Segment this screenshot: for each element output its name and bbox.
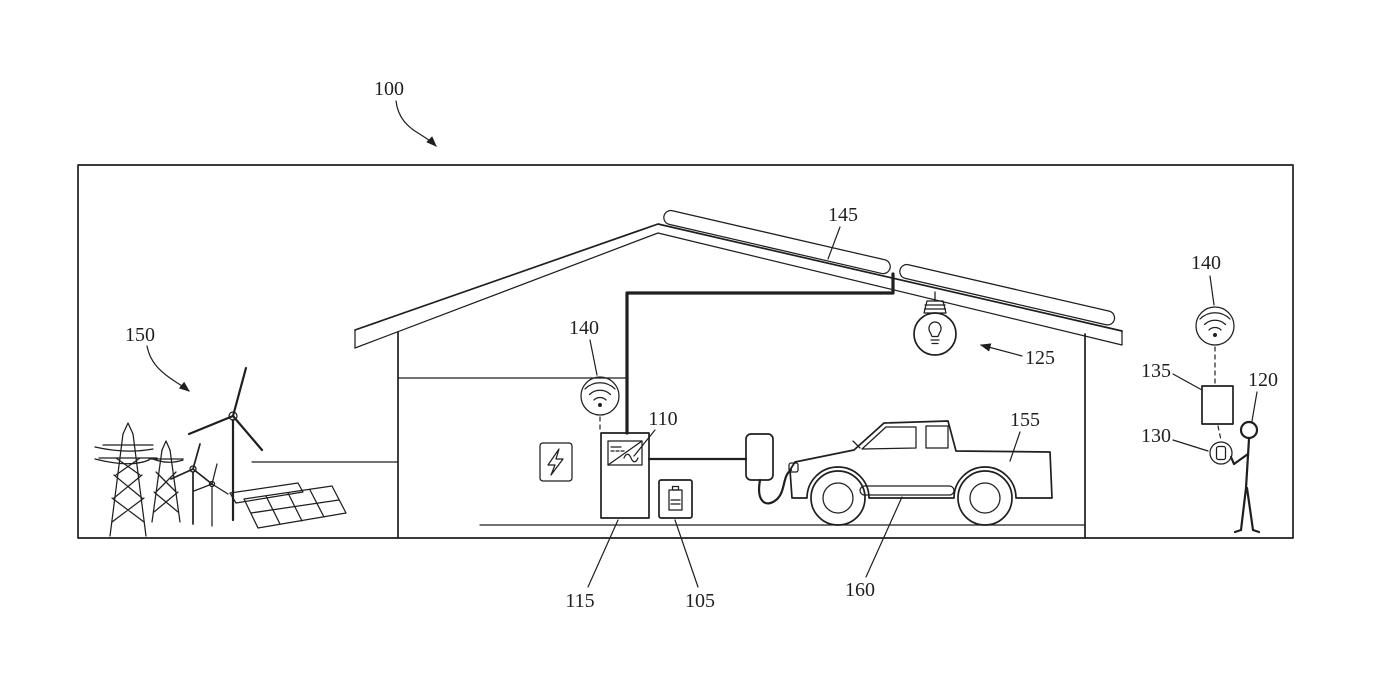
battery-charge-lines <box>670 499 681 505</box>
arrow-150 <box>146 345 190 392</box>
label-120: 120 <box>1248 369 1278 391</box>
roof-outer-line <box>354 223 1123 332</box>
wifi-icon <box>580 376 620 416</box>
label-140-right: 140 <box>1191 252 1221 274</box>
label-135: 135 <box>1141 360 1171 382</box>
arrow-100 <box>395 100 437 147</box>
label-100: 100 <box>374 78 404 100</box>
lightning-bolt-icon <box>547 448 564 476</box>
truck-body-outline <box>789 420 1053 499</box>
gateway-box <box>1201 385 1234 425</box>
leader-145 <box>827 226 841 260</box>
rear-wheel <box>957 470 1013 526</box>
smartphone <box>1209 441 1233 465</box>
ac-sine-symbol <box>623 453 639 463</box>
wifi-icon-remote <box>1195 306 1235 346</box>
label-140-left: 140 <box>569 317 599 339</box>
cab-window <box>861 426 917 450</box>
person-legs <box>1239 486 1255 532</box>
phone-icon <box>1215 445 1227 461</box>
label-130: 130 <box>1141 425 1171 447</box>
scene-frame <box>77 164 1294 539</box>
rear-wheel-hub <box>969 482 1001 514</box>
label-115: 115 <box>565 590 594 612</box>
leader-135 <box>1172 373 1203 391</box>
ground-solar-array <box>229 482 347 529</box>
battery-box <box>658 479 693 519</box>
remote-user-group <box>1195 306 1261 534</box>
light-bulb <box>913 291 957 356</box>
label-110: 110 <box>648 408 677 430</box>
leader-155 <box>1009 431 1021 462</box>
wifi-home <box>580 376 620 432</box>
cab-rear-window <box>925 425 949 449</box>
charge-module-box <box>607 440 643 466</box>
leader-115 <box>587 519 619 588</box>
person-feet <box>1233 528 1261 534</box>
leader-130 <box>1172 439 1209 452</box>
wind-turbine-large <box>187 366 264 522</box>
label-125: 125 <box>1025 347 1055 369</box>
roof-inner-line <box>354 232 1123 349</box>
leader-120 <box>1251 391 1258 422</box>
leader-140-left <box>589 339 598 376</box>
solar-panel-1 <box>663 209 891 275</box>
dc-symbol <box>610 446 625 452</box>
solar-dc-wire <box>625 272 895 435</box>
person-head <box>1239 420 1259 440</box>
side-mirror <box>852 440 861 449</box>
label-160: 160 <box>845 579 875 601</box>
ev-charger <box>647 433 799 505</box>
leader-160 <box>865 496 903 578</box>
inverter-cabinet <box>600 432 650 519</box>
front-wheel <box>810 470 866 526</box>
bulb-filament <box>928 321 942 338</box>
label-150: 150 <box>125 324 155 346</box>
inverter-divider <box>607 440 643 466</box>
gateway-to-phone-dashed-link <box>1217 425 1222 441</box>
arrow-125 <box>979 343 1023 357</box>
person-torso <box>1244 437 1251 490</box>
breaker-panel-box <box>539 442 573 482</box>
leader-140-right <box>1209 275 1215 306</box>
leader-110 <box>633 429 656 457</box>
battery-terminal <box>671 485 680 491</box>
label-105: 105 <box>685 590 715 612</box>
house <box>354 223 1123 539</box>
battery-pack <box>658 479 693 519</box>
wind-turbine-small-2 <box>193 463 229 527</box>
power-lines <box>94 446 184 465</box>
charging-cable <box>758 468 793 505</box>
breaker-panel <box>539 442 573 482</box>
label-155: 155 <box>1010 409 1040 431</box>
filament-base-lines <box>930 339 940 345</box>
person <box>1229 420 1261 534</box>
transmission-tower-2 <box>148 440 184 523</box>
socket-threads <box>923 304 947 310</box>
transmission-tower-1 <box>98 422 158 537</box>
inverter-unit <box>600 432 650 519</box>
running-board <box>859 485 955 496</box>
grid-and-renewables <box>94 366 399 537</box>
bulb-socket <box>923 300 947 314</box>
leader-105 <box>674 519 699 588</box>
solar-panel-2 <box>899 263 1116 326</box>
person-arm <box>1229 452 1250 466</box>
evse-box <box>745 433 774 481</box>
wind-turbine-small-1 <box>170 443 213 525</box>
label-145: 145 <box>828 204 858 226</box>
rooftop-solar-array <box>625 209 1116 435</box>
pickup-truck <box>789 420 1053 526</box>
bulb-globe <box>913 312 957 356</box>
front-wheel-hub <box>822 482 854 514</box>
